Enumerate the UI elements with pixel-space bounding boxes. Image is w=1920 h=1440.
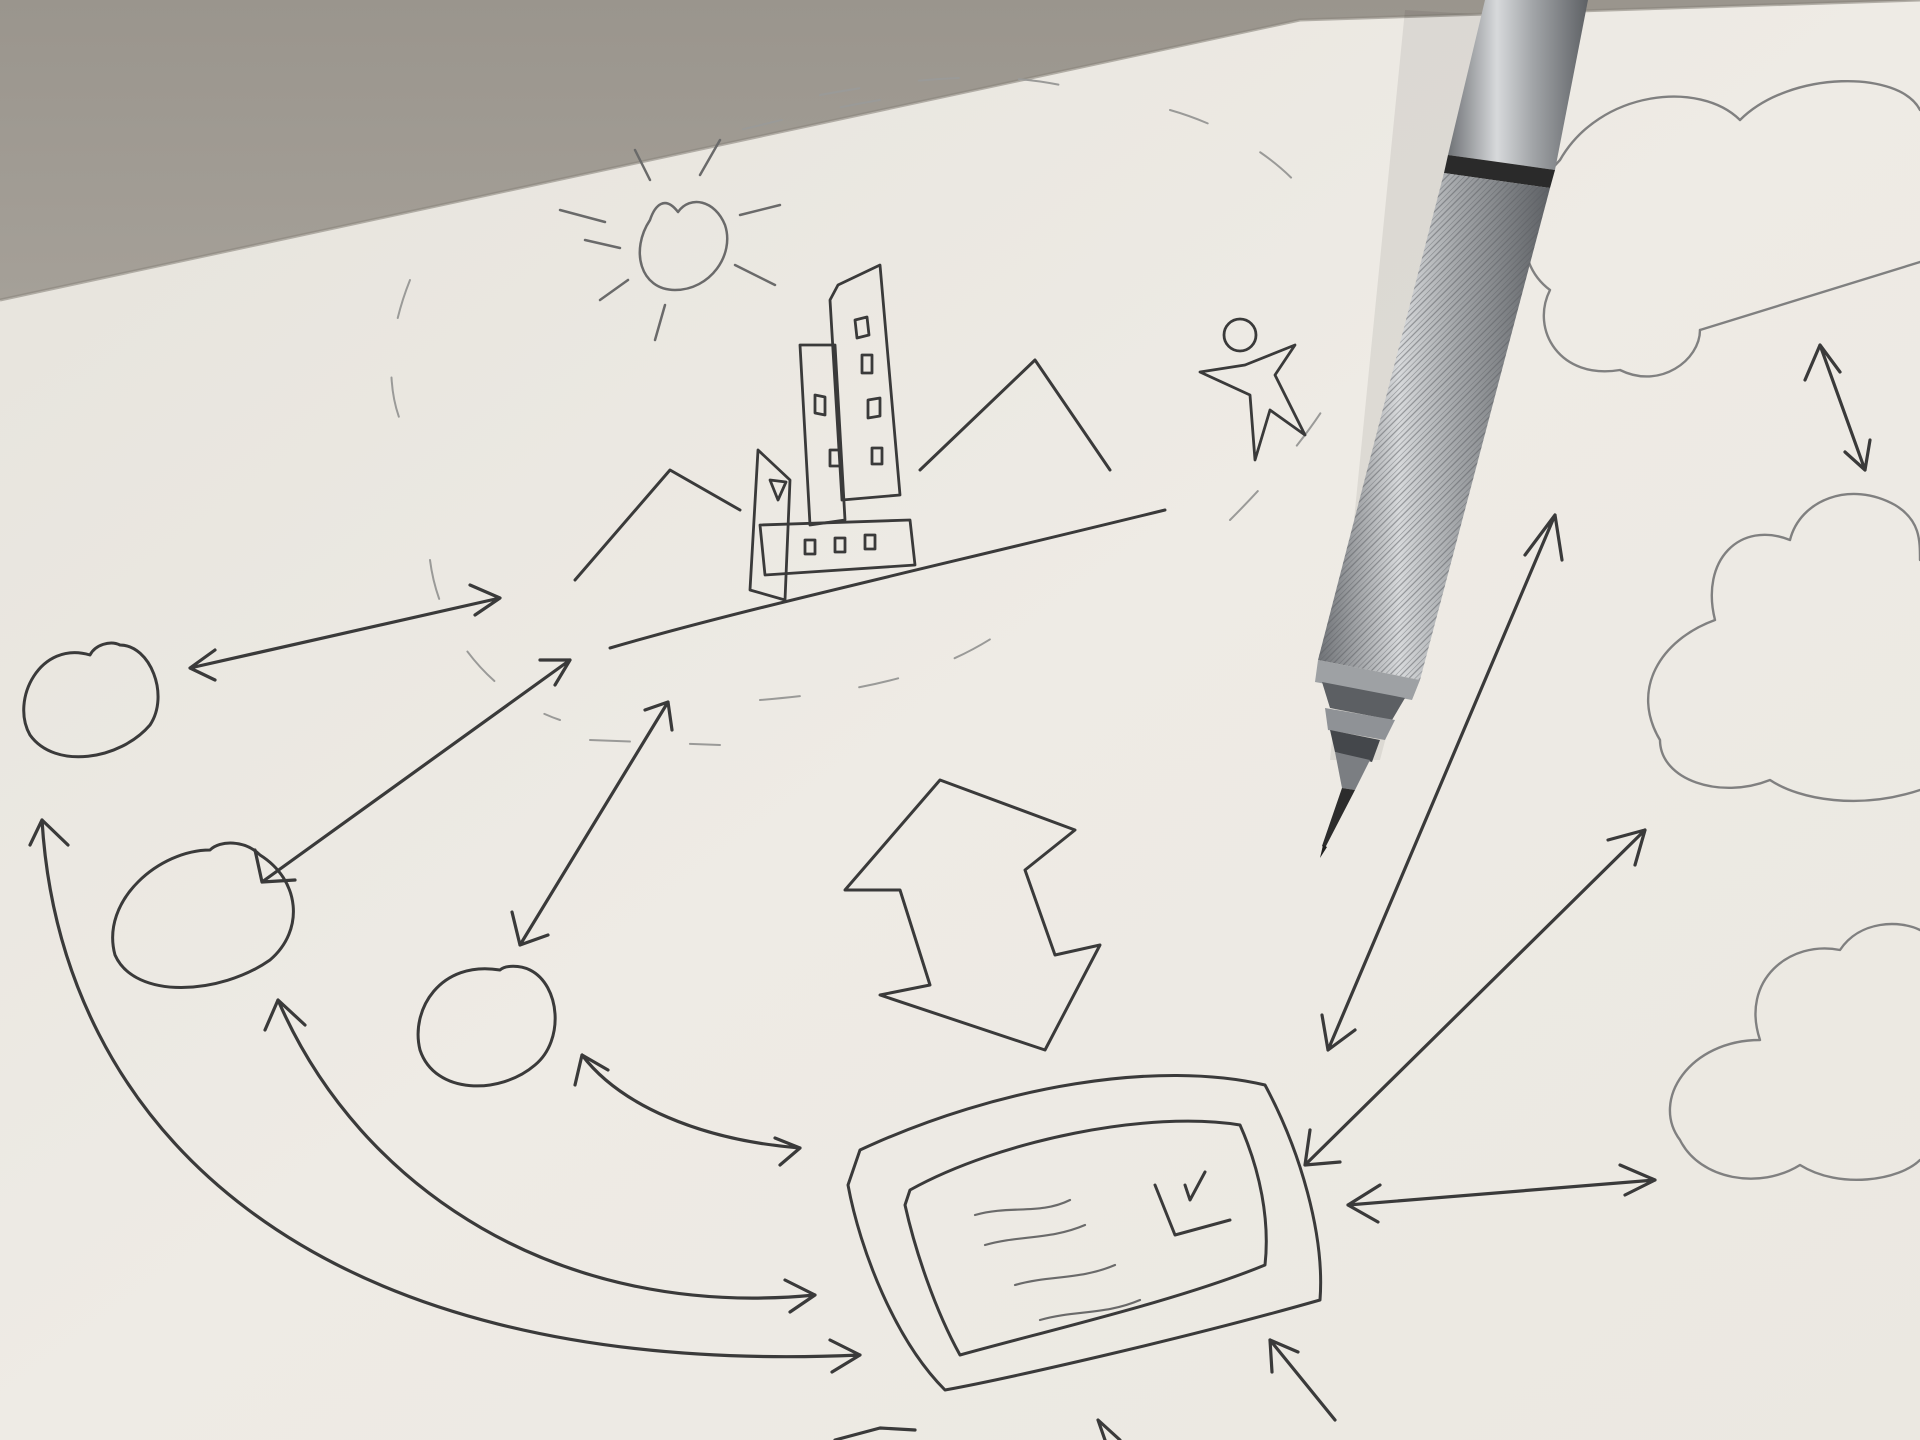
sketch-photo: [0, 0, 1920, 1440]
sketch-canvas: [0, 0, 1920, 1440]
